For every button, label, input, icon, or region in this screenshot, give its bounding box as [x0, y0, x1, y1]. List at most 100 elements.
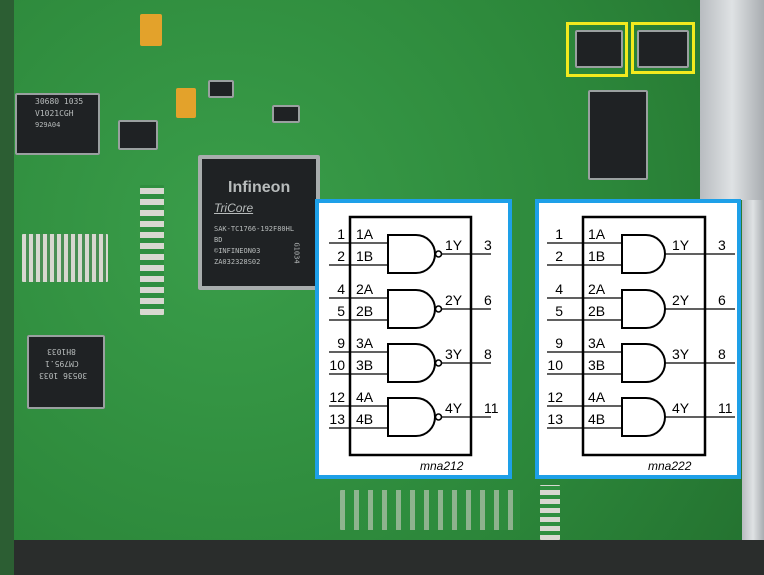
and-gate-symbol: [621, 289, 666, 329]
chip-lot: ZA032328S02: [214, 258, 261, 266]
pin-label: 1B: [356, 248, 373, 264]
power-chip: [588, 90, 648, 180]
pin-number: 6: [718, 292, 726, 308]
chip-family: TriCore: [214, 201, 254, 215]
inversion-bubble: [434, 250, 443, 258]
output-label: 3Y: [672, 346, 690, 362]
connector-pads: [22, 234, 108, 282]
output-label: 4Y: [672, 400, 690, 416]
pin-number: 5: [555, 303, 563, 319]
pin-label: 2B: [356, 303, 373, 319]
pin-number: 11: [484, 400, 499, 416]
pin-label: 2A: [588, 281, 606, 297]
pin-number: 8: [484, 346, 492, 362]
pin-number: 13: [547, 411, 563, 427]
chip-rev: BD: [214, 236, 223, 244]
pin-number: 11: [718, 400, 733, 416]
inversion-bubble: [434, 305, 443, 313]
soic-chip: [637, 30, 689, 68]
and-gate-symbol: [621, 397, 666, 437]
board-edge-bottom: [0, 540, 764, 575]
pin-number: 2: [555, 248, 563, 264]
gate-3: 9 10 3A 3B 3Y 8: [547, 335, 735, 383]
highlight-box: [631, 22, 695, 74]
pin-label: 3A: [588, 335, 606, 351]
inversion-bubble: [434, 359, 443, 367]
diagram-caption: mna222: [648, 459, 692, 473]
gate-1: 1 2 1A 1B 1Y 3: [329, 226, 492, 274]
pin-label: 3B: [588, 357, 605, 373]
metal-housing-lower: [742, 200, 764, 540]
metal-housing: [700, 0, 764, 200]
board-edge-left: [0, 0, 14, 575]
bosch-chip-bottom: 8H1033 CM795.1 30536 1033: [27, 335, 105, 409]
pin-number: 12: [547, 389, 563, 405]
output-label: 2Y: [445, 292, 463, 308]
pin-label: 2B: [588, 303, 605, 319]
pin-label: 4A: [588, 389, 606, 405]
pin-number: 12: [329, 389, 345, 405]
output-label: 1Y: [672, 237, 690, 253]
pin-number: 1: [337, 226, 345, 242]
soic-chip: [575, 30, 623, 68]
chip-marking: V1021CGH: [35, 109, 74, 118]
pin-label: 1B: [588, 248, 605, 264]
capacitor: [176, 88, 196, 118]
pin-number: 4: [555, 281, 563, 297]
pin-number: 13: [329, 411, 345, 427]
pin-label: 2A: [356, 281, 374, 297]
inversion-bubble: [434, 413, 443, 421]
gate-2: 4 5 2A 2B 2Y 6: [547, 281, 735, 329]
pin-label: 4A: [356, 389, 374, 405]
pin-label: 1A: [356, 226, 374, 242]
small-chip: [118, 120, 158, 150]
output-label: 2Y: [672, 292, 690, 308]
gate-4: 12 13 4A 4B 4Y 11: [547, 389, 735, 437]
capacitor: [140, 14, 162, 46]
chip-marking: 30680 1035: [35, 97, 84, 106]
pin-number: 9: [555, 335, 563, 351]
chip-brand: Infineon: [228, 179, 291, 196]
pin-number: 6: [484, 292, 492, 308]
ic-package-outline: [348, 215, 473, 457]
pin-number: 8: [718, 346, 726, 362]
connector-pads: [540, 485, 560, 540]
pin-number: 3: [484, 237, 492, 253]
small-chip: [208, 80, 234, 98]
pin-number: 10: [547, 357, 563, 373]
pin-label: 4B: [588, 411, 605, 427]
pin-label: 4B: [356, 411, 373, 427]
connector-pads: [340, 490, 520, 530]
pin-number: 9: [337, 335, 345, 351]
infineon-tricore-chip: Infineon TriCore SAK-TC1766-192F80HL BD …: [198, 155, 320, 290]
output-label: 3Y: [445, 346, 463, 362]
chip-marking: 929A04: [35, 121, 61, 129]
output-label: 1Y: [445, 237, 463, 253]
bosch-chip-top: 30680 1035 V1021CGH 929A04: [15, 93, 100, 155]
nand-gate-symbol: [387, 289, 436, 329]
highlight-box: [566, 22, 628, 77]
and-gate-symbol: [621, 343, 666, 383]
nand-gate-symbol: [387, 234, 436, 274]
nand-gate-symbol: [387, 397, 436, 437]
diagram-caption: mna212: [420, 459, 464, 473]
chip-part: SAK-TC1766-192F80HL: [214, 225, 295, 233]
pin-label: 1A: [588, 226, 606, 242]
pin-label: 3B: [356, 357, 373, 373]
small-chip: [272, 105, 300, 123]
pin-label: 3A: [356, 335, 374, 351]
pin-number: 5: [337, 303, 345, 319]
and-gate-symbol: [621, 234, 666, 274]
pin-number: 1: [555, 226, 563, 242]
pin-number: 2: [337, 248, 345, 264]
connector-pads: [140, 185, 164, 315]
chip-copyright: ©INFINEON03: [214, 247, 261, 255]
